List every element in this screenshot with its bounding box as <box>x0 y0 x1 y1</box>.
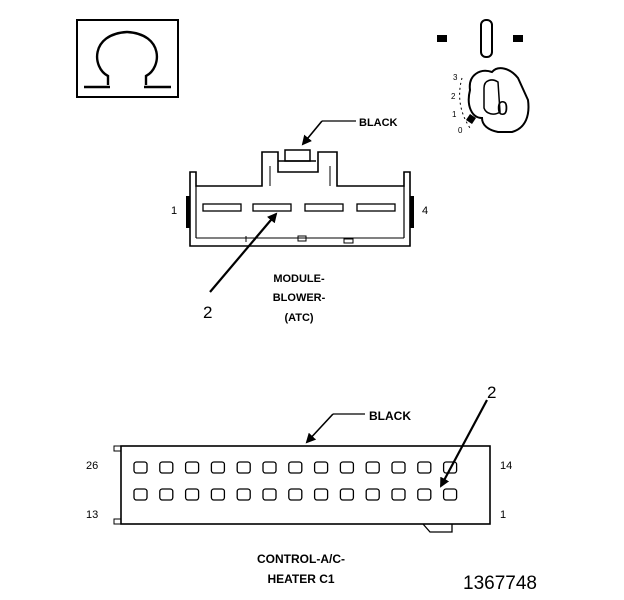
bottom-pin-26: 26 <box>86 460 98 472</box>
top-cavity-8 <box>313 461 329 474</box>
top-cavity-12 <box>417 461 432 474</box>
top-cavity-6 <box>262 461 277 474</box>
cavity-3 <box>304 203 344 212</box>
ignition-position-3: 3 <box>453 73 458 82</box>
cavity-row-bottom <box>133 488 458 501</box>
bottom-callout-number: 2 <box>487 383 496 402</box>
ignition-position-2: 2 <box>451 92 456 101</box>
top-cavity-1 <box>133 461 148 474</box>
connector-control-ac-heater: BLACK 26 13 14 1 2 CONTROL-A/C- HEATER C… <box>86 383 512 586</box>
top-cavity-10 <box>365 461 380 474</box>
bottom-pin-1: 1 <box>500 509 506 521</box>
bottom-cavity-10 <box>365 488 380 501</box>
cavity-2 <box>252 203 292 212</box>
bottom-cavity-8 <box>313 488 329 501</box>
top-connector-name-line-3: (ATC) <box>284 312 313 324</box>
top-pin-right-number: 4 <box>422 205 428 217</box>
bottom-cavity-4 <box>210 488 226 501</box>
top-connector-color-label: BLACK <box>359 117 398 129</box>
top-pin-left-number: 1 <box>171 205 177 217</box>
ignition-position-1: 1 <box>452 110 457 119</box>
bottom-pin-14: 14 <box>500 460 512 472</box>
top-cavity-9 <box>339 461 355 474</box>
ignition-key-icon: 3 2 1 0 0 <box>437 19 530 135</box>
bottom-cavity-9 <box>339 488 355 501</box>
bottom-connector-name-line-2: HEATER C1 <box>267 572 334 586</box>
top-cavity-11 <box>391 461 406 474</box>
top-cavity-7 <box>288 461 303 474</box>
top-connector-name-line-2: BLOWER- <box>273 292 326 304</box>
bottom-connector-color-label: BLACK <box>369 409 411 423</box>
top-cavity-4 <box>210 461 226 474</box>
bottom-connector-name-line-1: CONTROL-A/C- <box>257 552 345 566</box>
cavity-4 <box>356 203 396 212</box>
ohm-box <box>76 19 179 98</box>
top-cavity-2 <box>159 461 174 474</box>
figure-number: 1367748 <box>463 573 537 594</box>
connector-module-blower: BLACK 1 4 2 MODULE- BLOWER- (A <box>171 117 428 324</box>
top-cavity-13 <box>442 461 458 474</box>
bottom-cavity-1 <box>133 488 148 501</box>
top-cavity-5 <box>236 461 251 474</box>
bottom-cavity-5 <box>236 488 251 501</box>
cavity-row-top <box>133 461 458 474</box>
top-callout-number: 2 <box>203 303 212 322</box>
top-connector-name-line-1: MODULE- <box>273 273 325 285</box>
key-label: 0 <box>497 98 508 120</box>
bottom-cavity-12 <box>417 488 432 501</box>
bottom-pin-13: 13 <box>86 509 98 521</box>
cavity-1 <box>202 203 242 212</box>
bottom-cavity-3 <box>184 488 200 501</box>
bottom-cavity-6 <box>262 488 277 501</box>
ignition-position-0: 0 <box>458 126 463 135</box>
ohmmeter-symbol <box>76 19 179 98</box>
bottom-cavity-13 <box>442 488 458 501</box>
ohm-icon <box>95 30 159 85</box>
bottom-cavity-7 <box>288 488 303 501</box>
top-cavity-3 <box>184 461 200 474</box>
bottom-cavity-11 <box>391 488 406 501</box>
bottom-cavity-2 <box>159 488 174 501</box>
